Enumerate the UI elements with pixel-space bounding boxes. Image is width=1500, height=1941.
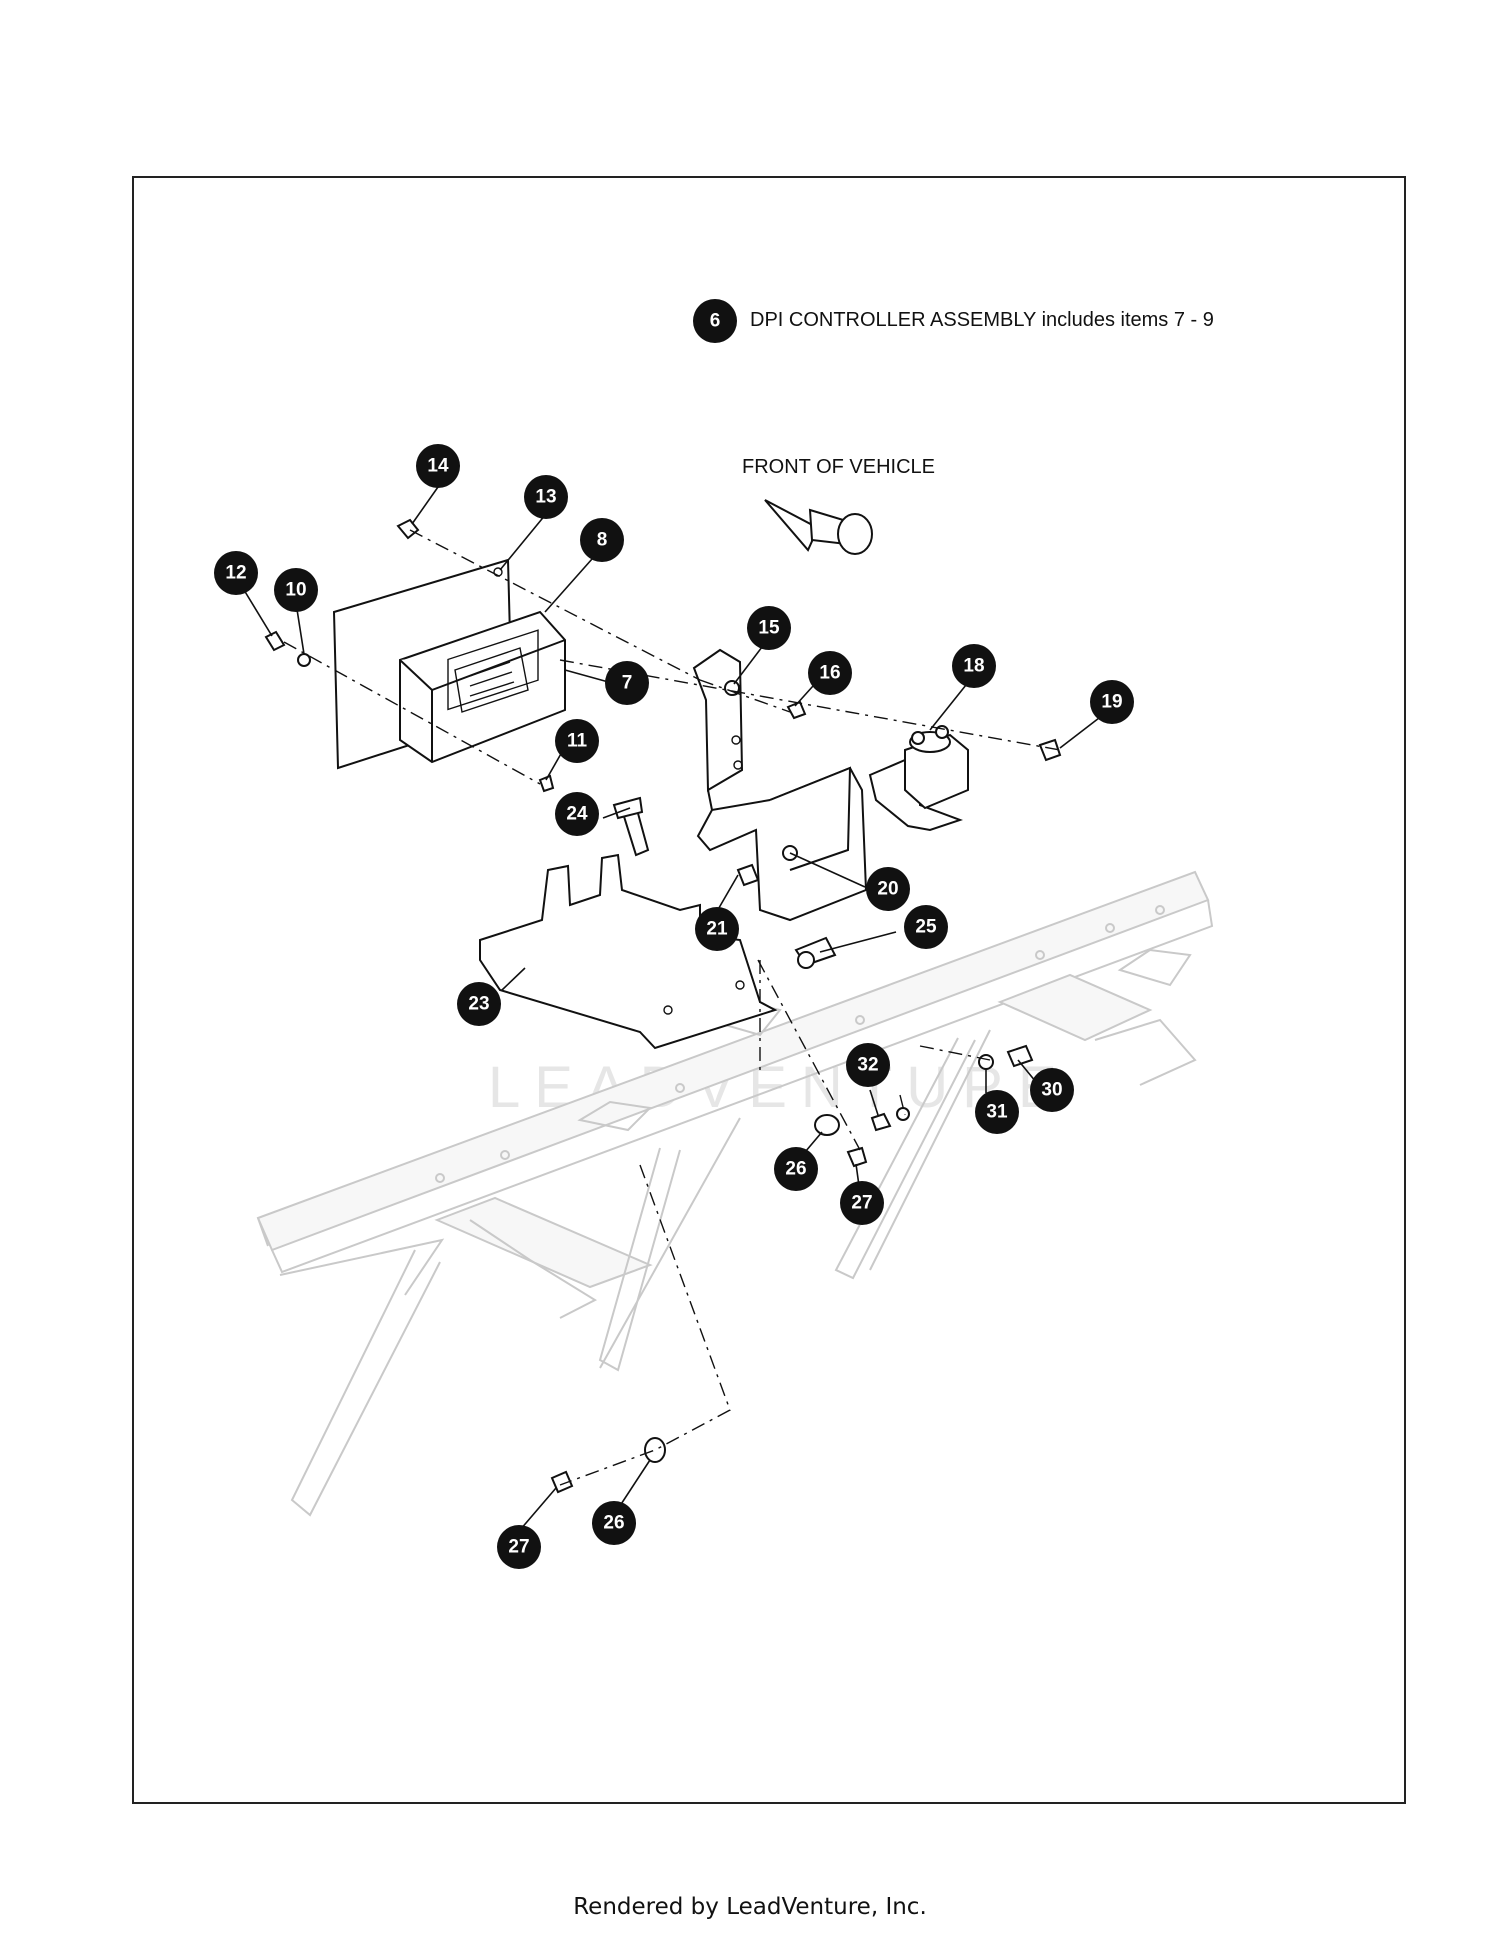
svg-text:27: 27 [508, 1537, 529, 1558]
callout-24: 24 [555, 792, 599, 836]
svg-text:19: 19 [1101, 692, 1122, 713]
front-of-vehicle-label: FRONT OF VEHICLE [742, 456, 935, 478]
svg-text:24: 24 [566, 804, 588, 825]
svg-text:13: 13 [535, 487, 556, 508]
callout-27-lower: 27 [497, 1525, 541, 1569]
svg-text:8: 8 [597, 530, 608, 551]
callout-32: 32 [846, 1043, 890, 1087]
assembly-item-callout: 6 [693, 299, 737, 343]
footer-credit: Rendered by LeadVenture, Inc. [573, 1894, 927, 1920]
svg-text:10: 10 [285, 580, 306, 601]
callout-12: 12 [214, 551, 258, 595]
callout-23: 23 [457, 982, 501, 1026]
callout-16: 16 [808, 651, 852, 695]
callout-26-lower: 26 [592, 1501, 636, 1545]
solenoid [868, 725, 969, 832]
callout-27: 27 [840, 1181, 884, 1225]
svg-text:26: 26 [785, 1159, 806, 1180]
svg-text:6: 6 [710, 311, 721, 332]
callout-11: 11 [555, 719, 599, 763]
assembly-centerlines [283, 529, 1061, 1486]
callout-19: 19 [1090, 680, 1134, 724]
svg-text:18: 18 [963, 656, 984, 677]
assembly-note: DPI CONTROLLER ASSEMBLY includes items 7… [750, 309, 1214, 331]
callout-15: 15 [747, 606, 791, 650]
svg-text:14: 14 [427, 456, 449, 477]
callout-18: 18 [952, 644, 996, 688]
svg-text:25: 25 [915, 917, 937, 938]
svg-text:32: 32 [857, 1055, 878, 1076]
callout-14: 14 [416, 444, 460, 488]
callout-8: 8 [580, 518, 624, 562]
svg-text:15: 15 [758, 618, 780, 639]
svg-text:27: 27 [851, 1193, 872, 1214]
svg-text:11: 11 [567, 731, 588, 752]
svg-text:26: 26 [603, 1513, 624, 1534]
svg-text:30: 30 [1041, 1080, 1062, 1101]
mounting-plate [479, 853, 778, 1050]
svg-text:20: 20 [877, 879, 898, 900]
leader-lines [243, 486, 1100, 1531]
callout-30: 30 [1030, 1068, 1074, 1112]
dpi-controller [399, 610, 566, 764]
svg-text:7: 7 [622, 673, 633, 694]
svg-text:21: 21 [706, 919, 728, 940]
diagram-frame [132, 176, 1406, 1804]
callout-31: 31 [975, 1090, 1019, 1134]
callout-21: 21 [695, 907, 739, 951]
svg-text:12: 12 [225, 563, 246, 584]
callout-26: 26 [774, 1147, 818, 1191]
svg-text:23: 23 [468, 994, 489, 1015]
svg-text:31: 31 [986, 1102, 1008, 1123]
controller-bracket [692, 648, 868, 922]
svg-text:16: 16 [819, 663, 840, 684]
callout-25: 25 [904, 905, 948, 949]
front-direction-arrow [764, 499, 873, 555]
callout-7: 7 [605, 661, 649, 705]
vehicle-frame [256, 870, 1214, 1517]
callout-20: 20 [866, 867, 910, 911]
callout-13: 13 [524, 475, 568, 519]
callout-10: 10 [274, 568, 318, 612]
